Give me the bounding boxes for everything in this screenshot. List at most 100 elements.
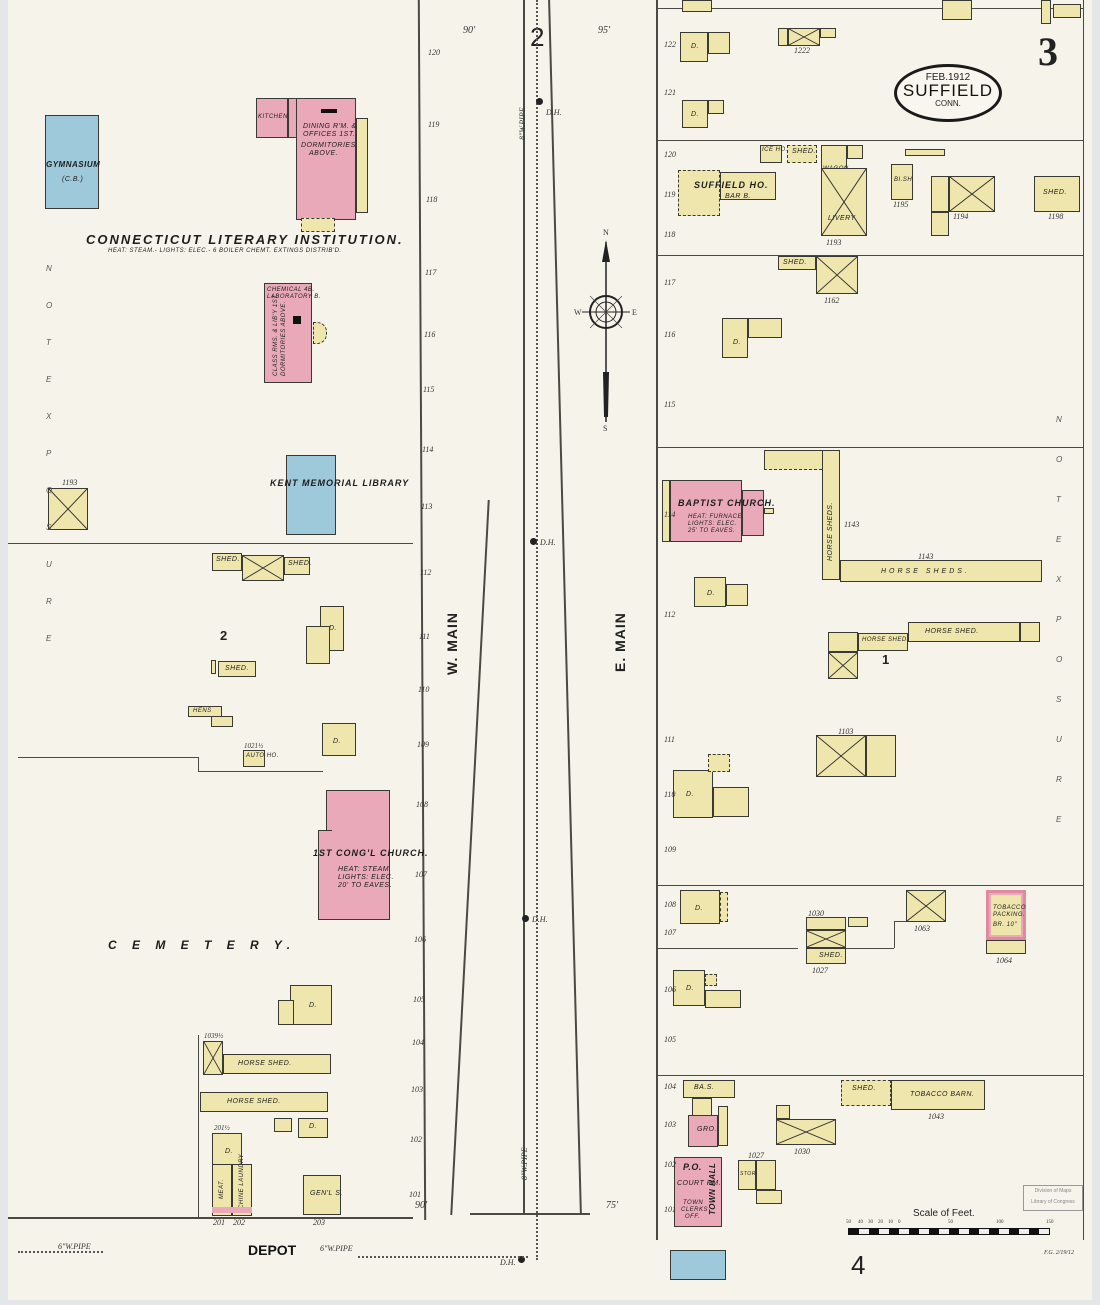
dwelling-building: D.	[290, 985, 332, 1025]
e-main-curb	[548, 0, 582, 1215]
scale-tick: 30	[868, 1220, 873, 1225]
lot-number: 108	[416, 800, 428, 809]
dwelling-label: D.	[691, 43, 699, 50]
grocery-wing	[718, 1106, 728, 1146]
dwelling-label: D.	[309, 1002, 317, 1009]
title-cartouche: FEB.1912 SUFFIELD CONN.	[894, 64, 1002, 122]
dwelling-wing	[278, 1000, 294, 1025]
frame-building-1063	[906, 890, 946, 922]
building-partial	[1053, 4, 1081, 18]
frame-building-1103	[816, 735, 866, 777]
institution-main-building: DINING R'M. & OFFICES 1ST. DORMITORIES A…	[296, 98, 356, 220]
general-store-203: GEN'L S.	[303, 1175, 342, 1215]
frame-building-wing	[866, 735, 896, 777]
auto-house: AUTO HO.	[243, 750, 278, 767]
w-main-curb	[523, 0, 525, 1215]
address-number: 1027	[812, 966, 828, 975]
hotel-building	[678, 170, 720, 216]
tobacco-packing-line: BR. 10"	[993, 922, 1017, 928]
lot-number: 105	[413, 995, 425, 1004]
scale-tick: 150	[1046, 1220, 1054, 1225]
lot-number: 113	[421, 502, 433, 511]
church-note-line: LIGHTS: ELEC.	[688, 521, 737, 527]
dwelling-building: D.	[673, 770, 713, 818]
w-lot-vert	[198, 1035, 199, 1217]
lot-divider-1	[8, 543, 413, 544]
compass-s: S	[603, 424, 608, 433]
main-bldg-line: ABOVE.	[309, 150, 339, 157]
lot-number: 103	[664, 1120, 676, 1129]
lot-number: 121	[664, 88, 676, 97]
hen-house-wing	[211, 716, 233, 727]
hydrant-label: D.H.	[500, 1258, 516, 1267]
lot-number: 114	[664, 510, 676, 519]
pipe-label: 6"W.PIPE	[58, 1242, 91, 1251]
address-number: 1194	[953, 212, 969, 221]
horse-shed-building: HORSE SHED.	[223, 1054, 331, 1074]
frame-building	[806, 930, 846, 948]
street-width: 95'	[598, 25, 611, 36]
lot-number: 120	[664, 150, 676, 159]
frame-building-1162	[816, 256, 858, 294]
dwelling-label: D.	[329, 625, 337, 632]
grocery-building: GRO.	[688, 1115, 718, 1147]
address-number: 1063	[914, 924, 930, 933]
lot-number: 105	[664, 1035, 676, 1044]
address-number: 1103	[838, 727, 854, 736]
dwelling-label: D.	[225, 1148, 233, 1155]
lot-number: 116	[664, 330, 676, 339]
lot-number: 116	[424, 330, 436, 339]
street-label-e-main: E. MAIN	[612, 612, 628, 672]
shed-label: SHED.	[819, 952, 843, 959]
dwelling-building: D.	[682, 100, 708, 128]
scale-label: Scale of Feet.	[913, 1208, 975, 1219]
class-rooms-line: DORMITORIES ABOVE.	[281, 300, 287, 376]
shed-label: SHED.	[852, 1085, 876, 1092]
dwelling-wing	[748, 318, 782, 338]
dwelling-label: D.	[686, 791, 694, 798]
dwelling-wing	[726, 584, 748, 606]
address-number: 1043	[928, 1112, 944, 1121]
po-label: P.O.	[683, 1162, 702, 1172]
address-number: 1027	[748, 1151, 764, 1160]
shed-small	[1020, 622, 1040, 642]
block-number-west: 2	[220, 628, 228, 643]
dwelling-wing	[708, 100, 724, 114]
cartouche-town: SUFFIELD	[902, 81, 994, 100]
church-note-line: HEAT: STEAM.	[338, 866, 392, 873]
shed-label: SHED.	[216, 556, 240, 563]
dwelling-building: D.	[680, 32, 708, 62]
pipe-label: 8"W.PIPE	[520, 1147, 529, 1180]
hydrant-label: D.H.	[532, 915, 548, 924]
building-partial	[942, 0, 972, 20]
bas-building: BA.S.	[683, 1080, 735, 1098]
building-partial-blue	[670, 1250, 726, 1280]
scale-tick: 0	[898, 1220, 901, 1225]
shed-building: SHED.	[841, 1080, 891, 1106]
shed-small	[847, 145, 863, 159]
lot-number: 107	[664, 928, 676, 937]
scale-tick: 100	[996, 1220, 1004, 1225]
institution-note: HEAT: STEAM.- LIGHTS: ELEC.- 6 BOILER CH…	[108, 248, 342, 254]
address-number: 1030	[794, 1147, 810, 1156]
congregational-church-building	[326, 790, 390, 920]
lot-number: 107	[415, 870, 427, 879]
street-label-depot: DEPOT	[248, 1242, 297, 1258]
dwelling-label: D.	[695, 905, 703, 912]
town-clerk-line: OFF.	[685, 1214, 700, 1220]
compass-icon	[582, 240, 630, 422]
building-partial	[1041, 0, 1051, 24]
ice-house: ICE HO.	[760, 145, 787, 163]
storage-house: STOR. HO.	[738, 1160, 769, 1190]
main-bldg-line: DINING R'M. &	[303, 123, 357, 130]
pipe-label: 8"W.PIPE	[518, 107, 527, 140]
shed-building: SHED.	[1034, 176, 1080, 212]
address-number: 1193	[826, 238, 842, 247]
dwelling-building: D.	[212, 1133, 242, 1165]
main-bldg-line: OFFICES 1ST.	[303, 131, 356, 138]
lot-divider-2	[18, 757, 198, 758]
church-note-line: 25' TO EAVES.	[688, 528, 736, 534]
kitchen-label: KITCHEN	[258, 114, 288, 120]
tobacco-packing-porch	[986, 940, 1026, 954]
lot-number: 114	[422, 445, 434, 454]
